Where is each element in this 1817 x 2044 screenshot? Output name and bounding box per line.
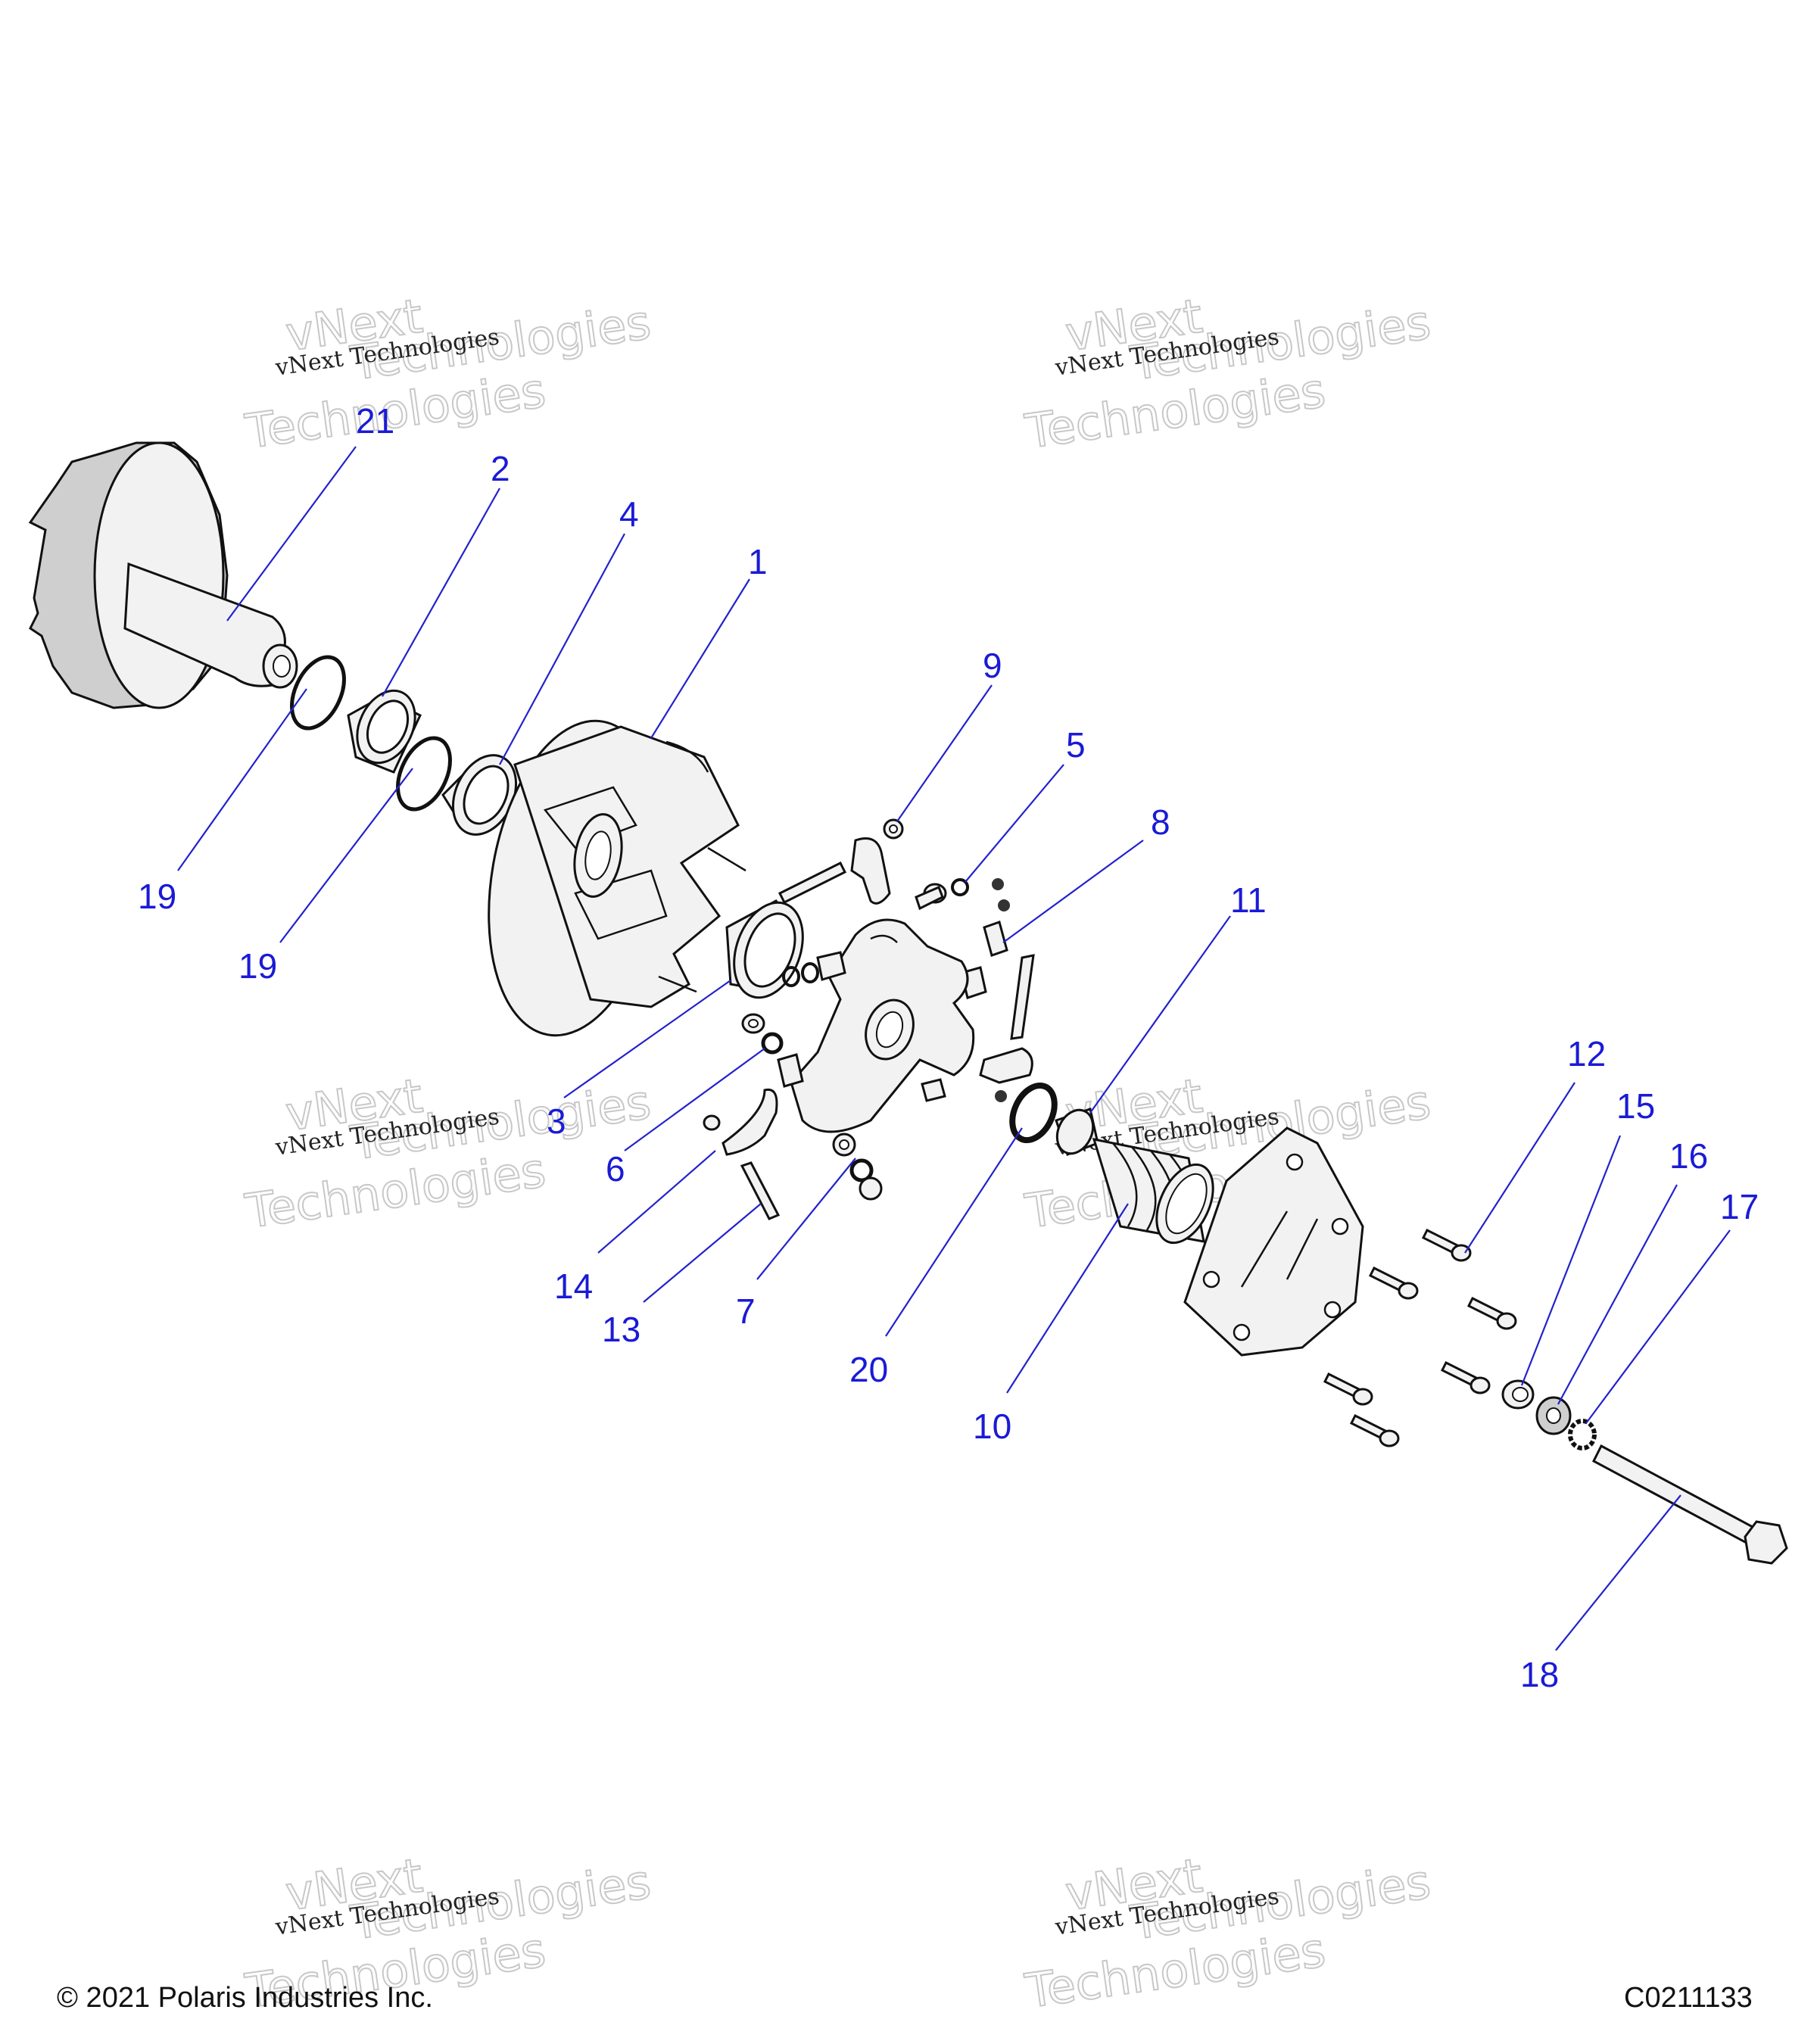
part-21-sheave-shaft: [28, 441, 298, 709]
callout-9: 9: [983, 646, 1002, 685]
spider-assembly: [790, 918, 975, 1133]
callout-2: 2: [491, 449, 510, 488]
cover-plate: [1183, 1126, 1364, 1357]
callout-5: 5: [1066, 725, 1086, 765]
part-11-cup: [1055, 1108, 1099, 1156]
part-7-rollers: [832, 1133, 883, 1201]
watermark-top-left: vNext Technologies vNext Technologies Te…: [241, 288, 654, 460]
part-8-spacer: [960, 921, 1008, 999]
callout-7: 7: [736, 1292, 756, 1331]
watermark-bottom-right: vNext Technologies vNext Technologies Te…: [1021, 1847, 1434, 2020]
pin-upper: [778, 861, 847, 905]
part-18-long-bolt: [1592, 1444, 1788, 1565]
callout-10: 10: [973, 1407, 1011, 1446]
callout-16: 16: [1669, 1136, 1708, 1176]
watermark-top-right: vNext Technologies vNext Technologies Te…: [1021, 288, 1434, 460]
part-19-oring-b: [396, 736, 452, 812]
part-4-bushing: [441, 754, 518, 836]
callout-19-left: 19: [138, 877, 176, 916]
callout-3: 3: [547, 1101, 566, 1141]
callout-17: 17: [1720, 1187, 1759, 1226]
callout-14: 14: [554, 1267, 593, 1306]
part-13-pin: [740, 1161, 781, 1220]
callout-20: 20: [849, 1350, 888, 1389]
copyright-notice: © 2021 Polaris Industries Inc.: [57, 1982, 433, 2014]
callout-4: 4: [619, 494, 639, 534]
part-1-moveable-sheave: [488, 719, 746, 1037]
callout-19-right: 19: [238, 946, 277, 986]
callout-18: 18: [1520, 1655, 1559, 1694]
callout-15: 15: [1616, 1086, 1655, 1126]
callout-8: 8: [1151, 802, 1170, 842]
part-12-bolts: [1323, 1228, 1517, 1447]
part-9-nut: [883, 818, 904, 840]
weight-arm-right: [979, 1047, 1033, 1084]
callout-12: 12: [1567, 1034, 1606, 1073]
callout-1: 1: [748, 542, 768, 581]
callout-11: 11: [1230, 880, 1267, 920]
part-6-small-parts: [741, 1013, 804, 1088]
part-19-oring-a: [290, 655, 346, 731]
watermark-mid-left: vNext Technologies vNext Technologies Te…: [241, 1067, 654, 1240]
part-14-weight-arm: [703, 1088, 778, 1156]
callout-21: 21: [356, 401, 394, 441]
part-2-bushing: [347, 689, 422, 774]
leader-lines: [177, 446, 1731, 1651]
part-5-small-parts: [915, 878, 1010, 911]
pin-right: [1010, 954, 1035, 1040]
part-10-spring: [1092, 1138, 1214, 1245]
callout-labels: 21 2 4 1 9 5 8 11 19 19 3 6 14 13 7 20 1…: [138, 401, 1759, 1694]
small-spacer-lower: [921, 1078, 1007, 1102]
weight-arm-upper: [850, 837, 891, 905]
part-17-lock-washer: [1568, 1419, 1597, 1450]
drawing-id: C0211133: [1624, 1982, 1753, 2014]
rollers-left: [782, 951, 846, 987]
part-3-large-bushing: [725, 899, 804, 999]
part-16-washer: [1535, 1396, 1572, 1435]
callout-6: 6: [606, 1149, 625, 1189]
part-15-spacer: [1501, 1379, 1535, 1410]
callout-13: 13: [602, 1310, 640, 1349]
part-20-ring: [1009, 1082, 1058, 1144]
